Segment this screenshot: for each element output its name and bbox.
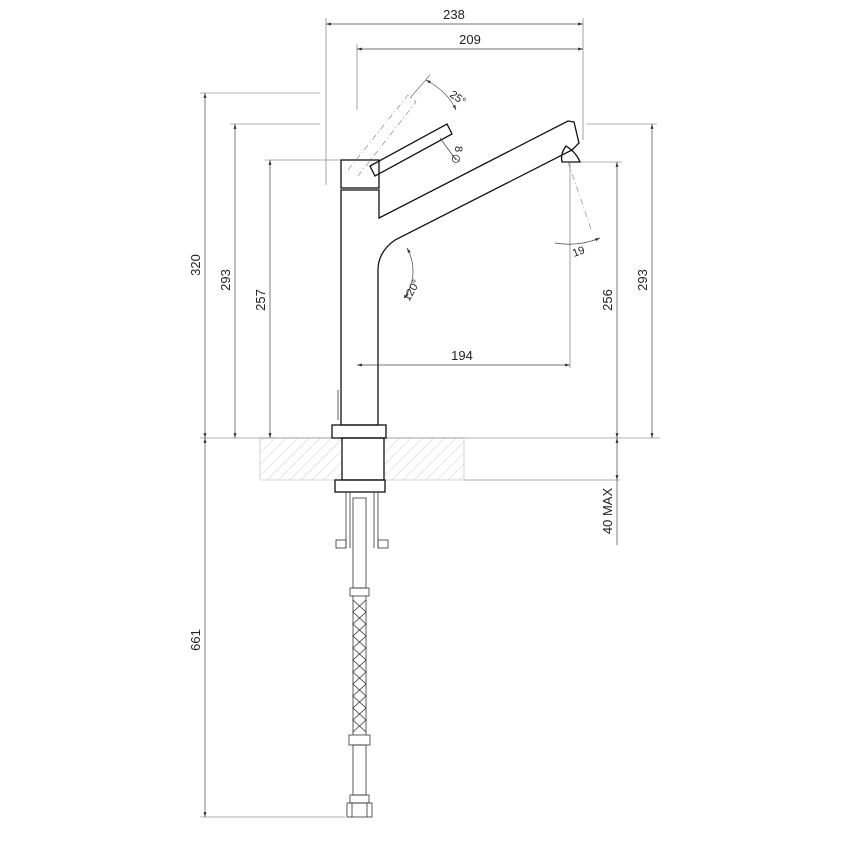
- dim-label-293-left: 293: [218, 269, 233, 291]
- dim-label-194: 194: [451, 348, 473, 363]
- dimension-238: 238: [325, 7, 584, 185]
- dimension-256: 256: [580, 161, 622, 438]
- dim-label-320: 320: [188, 254, 203, 276]
- dim-label-293-right: 293: [635, 269, 650, 291]
- dimension-293-right: 293: [586, 123, 657, 438]
- dimension-209: 209: [356, 32, 583, 110]
- faucet-body: [331, 94, 593, 493]
- dim-label-238: 238: [443, 7, 465, 22]
- dimension-40-max: 40 MAX: [600, 438, 619, 545]
- dimension-lever-diameter: ∅ 8: [439, 137, 464, 164]
- dim-label-256: 256: [600, 289, 615, 311]
- dim-label-diameter-symbol: ∅: [449, 154, 461, 164]
- dimension-194: 194: [357, 250, 571, 368]
- dim-label-661: 661: [188, 629, 203, 651]
- dimension-293-left: 293: [218, 123, 320, 438]
- supply-hose: [346, 497, 373, 818]
- dim-label-209: 209: [459, 32, 481, 47]
- dim-label-257: 257: [253, 289, 268, 311]
- dimension-661: 661: [188, 438, 345, 818]
- dim-label-40-max: 40 MAX: [600, 488, 615, 535]
- dimension-257: 257: [253, 159, 340, 438]
- dim-label-spout-tilt: 19: [571, 244, 587, 259]
- dimension-spout-tilt: 19: [554, 162, 601, 260]
- dimension-spout-angle: 120°: [401, 247, 423, 304]
- fixing-rods: [335, 492, 389, 549]
- dim-label-lever-angle: 25°: [447, 89, 468, 108]
- countertop: [200, 437, 660, 481]
- dim-label-spout-angle: 120°: [401, 278, 423, 304]
- dim-label-lever-diameter: 8: [452, 146, 464, 152]
- dimension-lever-angle: 25°: [409, 74, 468, 111]
- dimension-320: 320: [188, 92, 320, 438]
